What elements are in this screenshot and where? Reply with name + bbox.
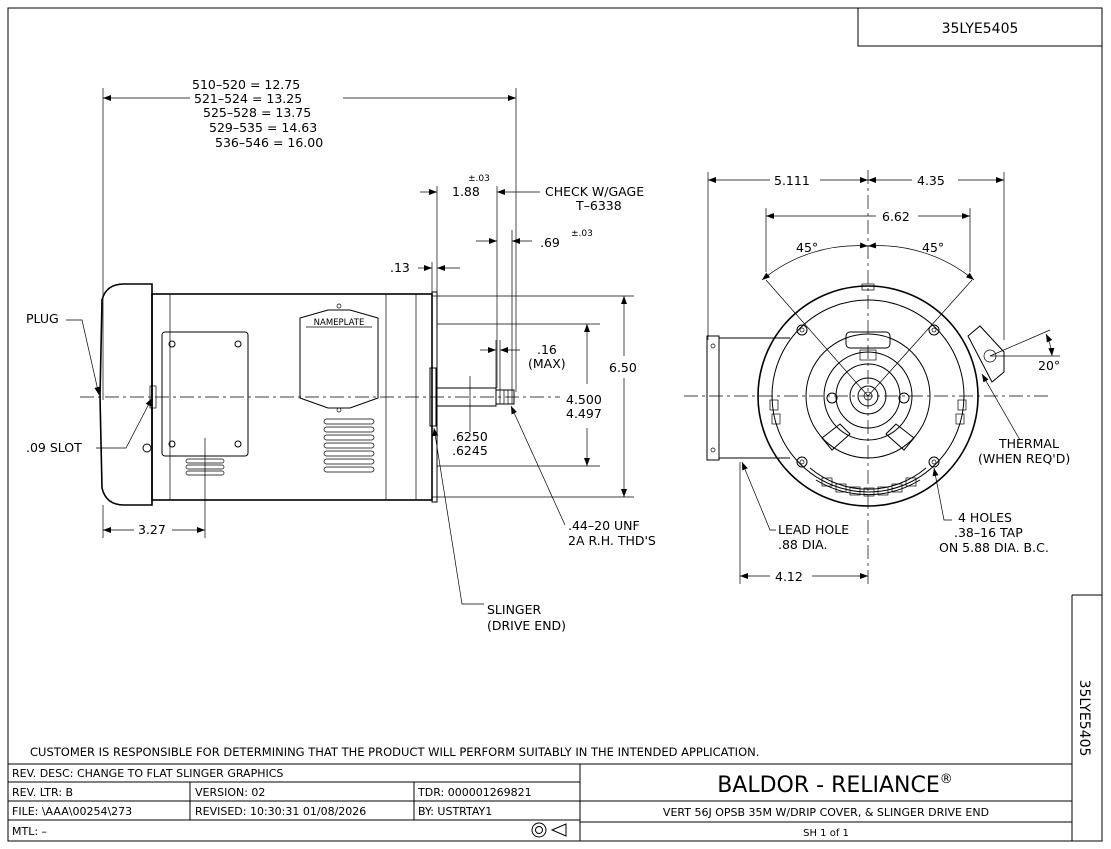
plug-label: PLUG — [26, 311, 59, 326]
dim-4-12: 4.12 — [775, 569, 803, 584]
part-number-box: 35LYE5405 — [857, 7, 1103, 47]
slinger-2: (DRIVE END) — [487, 618, 566, 633]
holes-2: .38–16 TAP — [954, 525, 1023, 540]
thread-2: 2A R.H. THD'S — [568, 533, 656, 548]
length-row-5: 536–546 = 16.00 — [215, 135, 323, 150]
check-gage-2: T–6338 — [575, 198, 622, 213]
angle-20: 20° — [1038, 358, 1060, 373]
thermal-1: THERMAL — [998, 436, 1059, 451]
dim-0-69: .69 — [540, 235, 560, 250]
length-row-4: 529–535 = 14.63 — [209, 120, 317, 135]
length-row-3: 525–528 = 13.75 — [203, 105, 311, 120]
dim-6-50: 6.50 — [609, 360, 637, 375]
dim-4-497: 4.497 — [566, 406, 602, 421]
drip-cover — [706, 335, 720, 461]
dim-0-6245: .6245 — [452, 443, 488, 458]
holes-3: ON 5.88 DIA. B.C. — [939, 540, 1049, 555]
company-name: BALDOR - RELIANCE® — [717, 772, 953, 798]
nameplate-label: NAMEPLATE — [314, 318, 365, 328]
shaft-thread — [495, 389, 515, 405]
dim-1-88: 1.88 — [452, 184, 480, 199]
slot-label: .09 SLOT — [26, 440, 82, 455]
end-view: 5.111 4.35 6.62 45° 45° — [684, 170, 1070, 585]
revised: REVISED: 10:30:31 01/08/2026 — [195, 805, 366, 818]
rev-desc: REV. DESC: CHANGE TO FLAT SLINGER GRAPHI… — [12, 767, 283, 780]
company-text: BALDOR - RELIANCE — [717, 773, 940, 798]
dim-3-27: 3.27 — [138, 522, 166, 537]
drawing-description: VERT 56J OPSB 35M W/DRIP COVER, & SLINGE… — [663, 806, 989, 819]
end-vents — [769, 399, 967, 497]
mtl: MTL: – — [12, 825, 47, 838]
end-bell — [99, 283, 153, 506]
registered-mark: ® — [940, 772, 953, 787]
conduit-box — [161, 331, 249, 457]
check-gage-1: CHECK W/GAGE — [545, 184, 644, 199]
dim-0-6250: .6250 — [452, 429, 488, 444]
angle-45-right: 45° — [922, 240, 944, 255]
angle-45-left: 45° — [796, 240, 818, 255]
mounting-flange — [431, 291, 438, 503]
sheet-number: SH 1 of 1 — [803, 828, 849, 839]
lead-hole-1: LEAD HOLE — [778, 522, 849, 537]
version: VERSION: 02 — [195, 786, 265, 799]
side-view: 510–520 = 12.75 521–524 = 13.25 525–528 … — [26, 77, 656, 633]
lead-hole-2: .88 DIA. — [778, 537, 827, 552]
tol-1-88: ±.03 — [468, 174, 490, 184]
end-frame-outer — [757, 285, 979, 507]
sheet-border — [7, 7, 1103, 842]
part-number: 35LYE5405 — [942, 21, 1019, 37]
disclaimer: CUSTOMER IS RESPONSIBLE FOR DETERMINING … — [30, 745, 759, 759]
dim-0-16: .16 — [537, 342, 557, 357]
tdr: TDR: 000001269821 — [417, 786, 532, 799]
thermal-2: (WHEN REQ'D) — [978, 451, 1070, 466]
side-part-number: 35LYE5405 — [1076, 680, 1092, 757]
tol-0-69: ±.03 — [571, 229, 593, 239]
length-row-1: 510–520 = 12.75 — [192, 77, 300, 92]
dim-5-111: 5.111 — [774, 173, 810, 188]
dim-0-16-max: (MAX) — [528, 356, 566, 371]
title-block: REV. DESC: CHANGE TO FLAT SLINGER GRAPHI… — [7, 763, 1073, 842]
dim-4-500: 4.500 — [566, 392, 602, 407]
side-part-number-box: 35LYE5405 — [1071, 594, 1102, 841]
dim-4-35: 4.35 — [917, 173, 945, 188]
projection-symbol-icon — [531, 822, 567, 838]
holes-1: 4 HOLES — [958, 510, 1012, 525]
nameplate: NAMEPLATE — [299, 303, 379, 413]
dim-6-62: 6.62 — [882, 209, 910, 224]
end-frame-inner — [771, 299, 965, 493]
rev-ltr: REV. LTR: B — [12, 786, 73, 799]
dim-0-13: .13 — [390, 260, 410, 275]
by: BY: USTRTAY1 — [418, 805, 492, 818]
mount-holes — [796, 324, 940, 468]
length-row-2: 521–524 = 13.25 — [194, 91, 302, 106]
frame-vents — [323, 418, 375, 473]
slinger-1: SLINGER — [487, 602, 542, 617]
file-path: FILE: \AAA\00254\273 — [12, 805, 132, 818]
thread-1: .44–20 UNF — [568, 518, 640, 533]
